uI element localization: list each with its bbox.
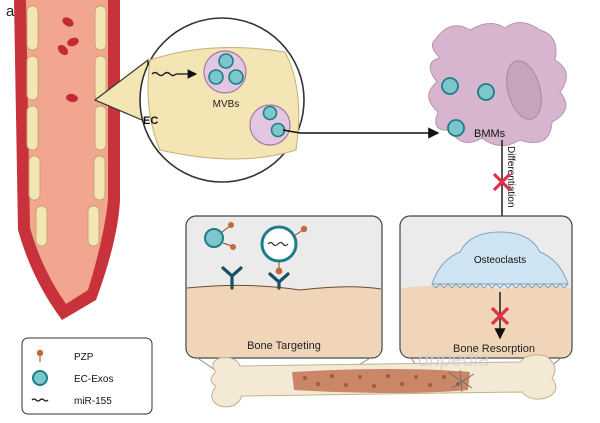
bone-marrow-dots [303, 374, 460, 388]
label-differentiation: Differentiation [505, 146, 516, 208]
label-bone-resorption: Bone Resorption [453, 343, 535, 355]
endothelial-cells-left [26, 5, 48, 247]
legend-label: EC-Exos [74, 374, 113, 385]
long-bone [210, 354, 557, 408]
blood-vessel [14, 0, 120, 320]
arrow-mvb-to-bmm [282, 127, 440, 139]
bone-targeting-panel: Bone Targeting [185, 215, 383, 359]
mvb-upper [203, 50, 247, 94]
watermark: dripedia [418, 349, 489, 371]
mvb-lower [249, 104, 291, 146]
inhibit-mark-lower [490, 306, 510, 326]
exosome-icon [477, 83, 495, 101]
receptor-icon [221, 266, 290, 290]
osteoclast-panel: Osteoclasts Bone Resorption [399, 215, 573, 359]
label-ec: EC [143, 115, 158, 127]
red-blood-cells [57, 17, 79, 103]
label-osteoclasts: Osteoclasts [474, 255, 526, 266]
legend: PZP EC-Exos miR-155 [21, 337, 153, 415]
exosome-icon [441, 77, 459, 95]
exosome-icon [447, 119, 465, 137]
label-mvbs: MVBs [213, 99, 240, 110]
legend-label: PZP [74, 352, 94, 363]
ec-zoom-circle: MVBs EC [139, 17, 305, 183]
mir155-strand [151, 69, 198, 79]
endothelial-cells-right [87, 5, 107, 247]
inhibit-mark-upper [492, 172, 512, 192]
panel-label: a [6, 3, 15, 20]
label-bmms: BMMs [474, 128, 506, 140]
ec-exo-icon [32, 370, 48, 386]
vessel-network [447, 369, 475, 393]
label-bone-targeting: Bone Targeting [247, 340, 321, 352]
mir155-icon [31, 398, 49, 402]
bound-exosome-with-pzp [260, 225, 308, 275]
bmm-cell [428, 22, 567, 146]
legend-label: miR-155 [74, 396, 112, 407]
free-exosome-with-pzp [204, 222, 236, 250]
pzp-icon [36, 349, 44, 362]
